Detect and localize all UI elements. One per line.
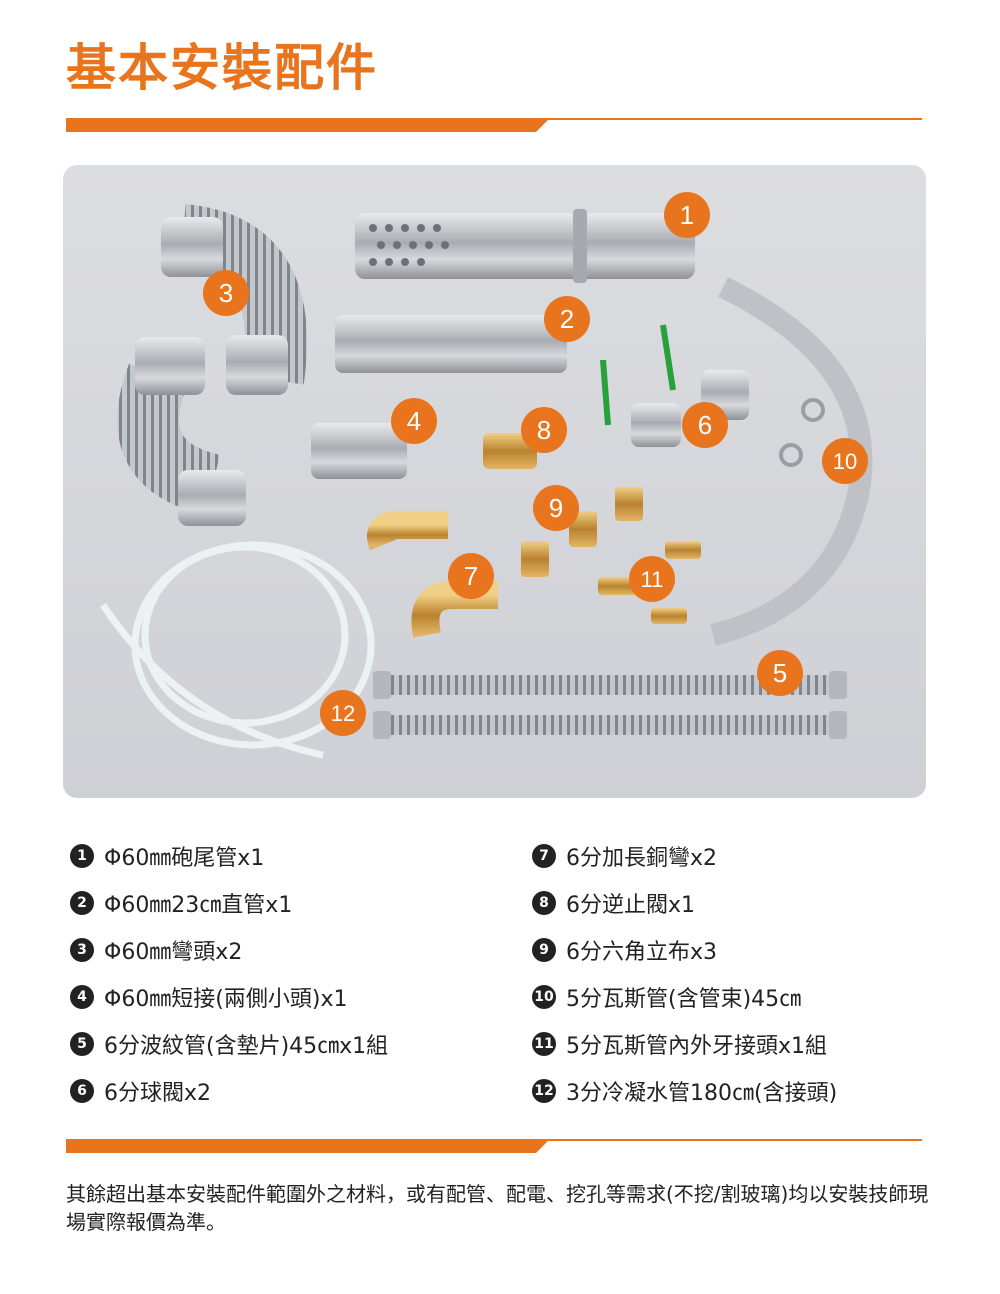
footer-note: 其餘超出基本安裝配件範圍外之材料，或有配管、配電、挖孔等需求(不挖/割玻璃)均以… [66, 1182, 929, 1234]
marker-12 [320, 690, 366, 736]
part-gas-hose [710, 277, 873, 646]
marker-label: 8 [537, 415, 551, 445]
part-check-valve [483, 433, 537, 469]
marker-5 [757, 650, 803, 696]
marker-6 [682, 402, 728, 448]
part-straight-pipe [335, 315, 567, 373]
marker-2 [544, 296, 590, 342]
marker-label: 5 [773, 658, 787, 688]
part-corrugated-hoses [373, 671, 847, 739]
marker-8 [521, 407, 567, 453]
marker-label: 2 [560, 304, 574, 334]
marker-label: 3 [219, 278, 233, 308]
part-hose-clamps [779, 398, 825, 467]
marker-label: 6 [698, 410, 712, 440]
marker-10 [822, 438, 868, 484]
part-brass-fittings [367, 487, 701, 638]
marker-7 [448, 553, 494, 599]
marker-4 [391, 398, 437, 444]
marker-label: 7 [464, 561, 478, 591]
part-condensate-tube [100, 541, 375, 759]
part-short-connector [311, 423, 407, 479]
marker-label: 11 [641, 567, 664, 592]
marker-1 [664, 192, 710, 238]
title-divider [66, 116, 922, 132]
marker-3 [203, 270, 249, 316]
parts-photo: 1 2 3 4 5 6 7 8 9 10 11 12 [63, 165, 926, 798]
marker-label: 9 [549, 493, 563, 523]
marker-label: 4 [407, 406, 421, 436]
marker-label: 1 [680, 200, 694, 230]
marker-11 [629, 556, 675, 602]
parts-illustration: 1 2 3 4 5 6 7 8 9 10 11 12 [100, 192, 873, 759]
part-elbows [117, 204, 308, 526]
marker-label: 10 [833, 449, 857, 474]
part-tail-pipe [355, 209, 695, 283]
marker-9 [533, 485, 579, 531]
footer-divider [66, 1137, 922, 1153]
page-title: 基本安裝配件 [66, 39, 378, 97]
marker-label: 12 [331, 701, 355, 726]
